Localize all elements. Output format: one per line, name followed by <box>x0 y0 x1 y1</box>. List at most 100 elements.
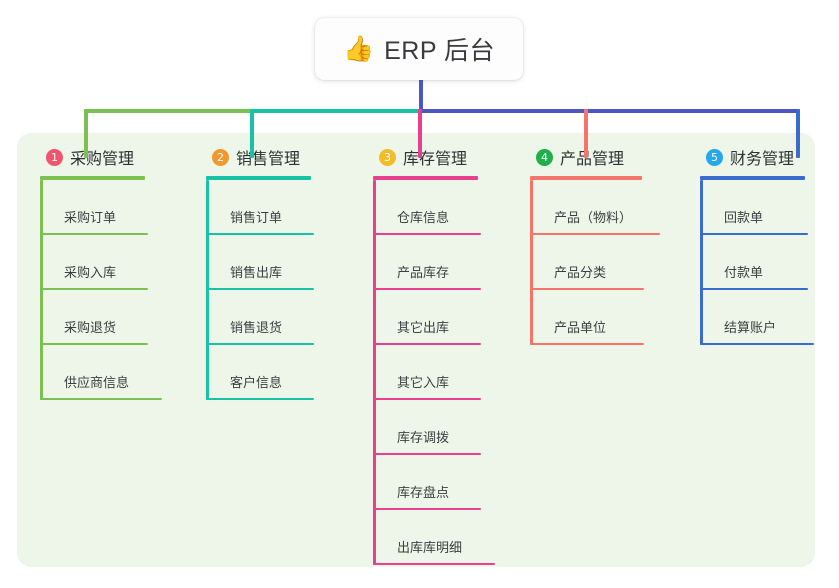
column-underline <box>700 176 805 180</box>
bus-segment-indigo <box>418 109 800 113</box>
list-item-label: 产品单位 <box>554 320 607 335</box>
list-item[interactable]: 结算账户 <box>700 290 814 345</box>
list-item-label: 产品分类 <box>554 265 607 280</box>
list-item-label: 采购入库 <box>64 265 117 280</box>
column-header[interactable]: 2 销售管理 <box>206 146 311 168</box>
list-item-label: 结算账户 <box>724 320 777 335</box>
list-item-label: 库存调拨 <box>397 430 450 445</box>
list-item-label: 客户信息 <box>230 375 283 390</box>
drop-connector-2 <box>250 109 254 158</box>
list-item-underline <box>206 233 314 235</box>
drop-connector-3 <box>418 109 422 158</box>
bus-segment-teal <box>250 109 422 113</box>
column-item-list: 产品（物料） 产品分类产品单位 <box>530 180 660 345</box>
list-item[interactable]: 采购订单 <box>40 180 148 235</box>
thumbs-up-icon: 👍 <box>342 34 375 63</box>
list-item-underline <box>40 288 148 290</box>
list-item-label: 库存盘点 <box>397 485 450 500</box>
column-item-list: 采购订单采购入库采购退货供应商信息 <box>40 180 162 400</box>
column-spine <box>206 180 209 400</box>
column-item-list: 回款单付款单结算账户 <box>700 180 814 345</box>
list-item[interactable]: 库存调拨 <box>373 400 481 455</box>
list-item-underline <box>40 343 148 345</box>
column-inventory: 3 库存管理仓库信息产品库存其它出库其它入库库存调拨库存盘点出库库明细 <box>373 146 495 565</box>
list-item-underline <box>530 288 644 290</box>
list-item[interactable]: 其它出库 <box>373 290 481 345</box>
list-item[interactable]: 库存盘点 <box>373 455 481 510</box>
list-item-label: 仓库信息 <box>397 210 450 225</box>
list-item-underline <box>206 398 314 400</box>
list-item-label: 产品（物料） <box>554 210 633 225</box>
list-item-underline <box>373 343 481 345</box>
column-title: 库存管理 <box>403 151 468 168</box>
list-item[interactable]: 销售退货 <box>206 290 314 345</box>
list-item-label: 产品库存 <box>397 265 450 280</box>
list-item-underline <box>373 453 481 455</box>
list-item-label: 销售退货 <box>230 320 283 335</box>
root-node[interactable]: 👍 ERP 后台 <box>315 18 523 80</box>
list-item[interactable]: 客户信息 <box>206 345 314 400</box>
list-item-label: 出库库明细 <box>397 540 463 555</box>
column-index-badge: 2 <box>212 148 229 166</box>
list-item-label: 销售出库 <box>230 265 283 280</box>
column-header[interactable]: 3 库存管理 <box>373 146 478 168</box>
root-stem-connector <box>419 79 423 112</box>
list-item[interactable]: 产品库存 <box>373 235 481 290</box>
list-item[interactable]: 仓库信息 <box>373 180 481 235</box>
list-item-underline <box>206 288 314 290</box>
list-item-underline <box>40 233 148 235</box>
column-title: 产品管理 <box>560 151 625 168</box>
list-item-underline <box>206 343 314 345</box>
list-item[interactable]: 销售订单 <box>206 180 314 235</box>
list-item[interactable]: 出库库明细 <box>373 510 495 565</box>
list-item-label: 销售订单 <box>230 210 283 225</box>
list-item-underline <box>700 343 814 345</box>
list-item-label: 付款单 <box>724 265 764 280</box>
list-item[interactable]: 采购入库 <box>40 235 148 290</box>
list-item-underline <box>373 563 495 565</box>
list-item[interactable]: 其它入库 <box>373 345 481 400</box>
list-item[interactable]: 产品单位 <box>530 290 644 345</box>
list-item-underline <box>700 233 808 235</box>
list-item[interactable]: 回款单 <box>700 180 808 235</box>
list-item-underline <box>700 288 808 290</box>
list-item-label: 供应商信息 <box>64 375 130 390</box>
column-underline <box>530 176 642 180</box>
list-item-underline <box>373 398 481 400</box>
column-spine <box>700 180 703 345</box>
column-underline <box>206 176 311 180</box>
column-item-list: 仓库信息产品库存其它出库其它入库库存调拨库存盘点出库库明细 <box>373 180 495 565</box>
list-item-label: 其它入库 <box>397 375 450 390</box>
bus-segment-green <box>84 109 254 113</box>
list-item-underline <box>530 233 660 235</box>
column-spine <box>530 180 533 345</box>
column-index-badge: 1 <box>46 148 63 166</box>
list-item-underline <box>40 398 162 400</box>
drop-connector-5 <box>796 109 800 158</box>
column-index-badge: 5 <box>706 148 723 166</box>
list-item-underline <box>373 508 481 510</box>
column-item-list: 销售订单销售出库销售退货客户信息 <box>206 180 314 400</box>
drop-connector-1 <box>84 109 88 158</box>
list-item[interactable]: 付款单 <box>700 235 808 290</box>
list-item[interactable]: 采购退货 <box>40 290 148 345</box>
list-item[interactable]: 产品（物料） <box>530 180 660 235</box>
column-underline <box>373 176 478 180</box>
list-item-label: 采购退货 <box>64 320 117 335</box>
column-sales: 2 销售管理销售订单销售出库销售退货客户信息 <box>206 146 314 400</box>
list-item[interactable]: 销售出库 <box>206 235 314 290</box>
column-title: 销售管理 <box>236 151 301 168</box>
list-item[interactable]: 供应商信息 <box>40 345 162 400</box>
list-item-underline <box>530 343 644 345</box>
list-item[interactable]: 产品分类 <box>530 235 644 290</box>
column-index-badge: 3 <box>379 148 396 166</box>
list-item-label: 采购订单 <box>64 210 117 225</box>
column-spine <box>40 180 43 400</box>
